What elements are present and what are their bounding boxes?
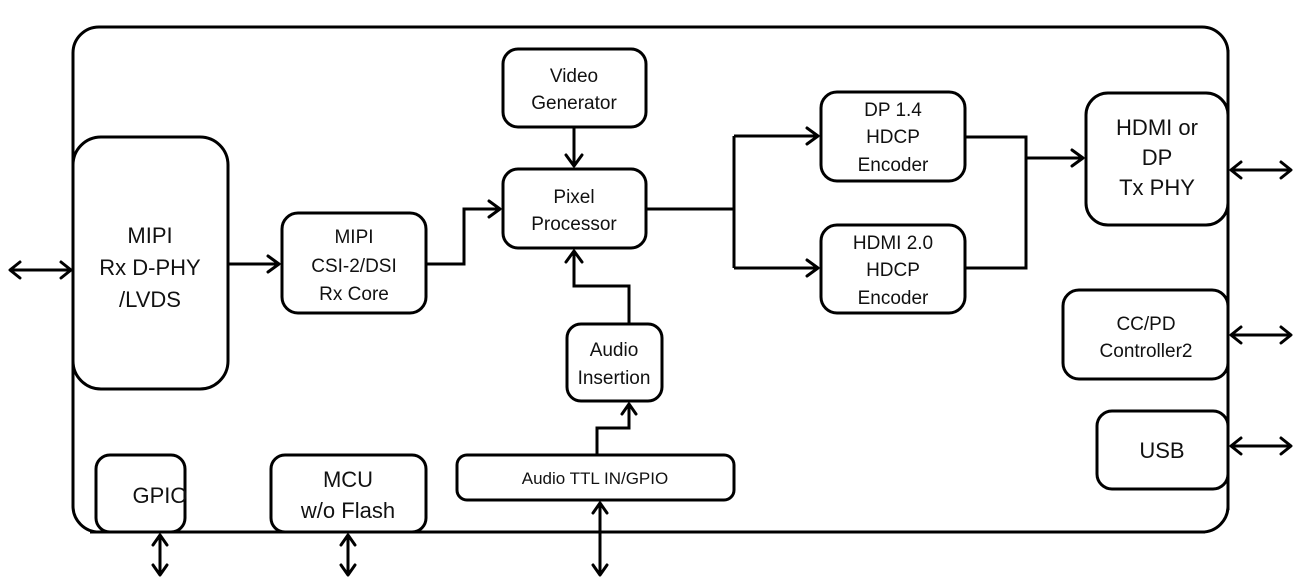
audio-ttl-external-link	[591, 501, 609, 577]
mipi-phy-to-core-arrow	[228, 254, 281, 274]
hdmi-encoder-line-1: HDMI 2.0	[853, 233, 933, 254]
audio-ins-to-pixel-arrow	[564, 249, 631, 324]
txphy-external-link	[1229, 160, 1293, 180]
dp-encoder-line-2: HDCP	[866, 127, 920, 148]
tx-phy-line-1: HDMI or	[1116, 115, 1198, 140]
mipi-rx-core-line-3: Rx Core	[319, 284, 389, 305]
encoders-to-txphy-arrow	[965, 135, 1085, 270]
mipi-rx-core-block: MIPI CSI-2/DSI Rx Core	[280, 211, 428, 315]
pixel-processor-line-1: Pixel	[553, 187, 594, 208]
usb-block: USB	[1095, 409, 1230, 491]
video-generator-line-2: Generator	[531, 93, 617, 114]
dp-encoder-block: DP 1.4 HDCP Encoder	[819, 90, 967, 183]
video-generator-line-1: Video	[550, 66, 598, 87]
audio-ttl-label: Audio TTL IN/GPIO	[522, 469, 668, 488]
mipi-rx-phy-line-1: MIPI	[127, 223, 172, 248]
hdmi-encoder-line-3: Encoder	[858, 288, 929, 309]
pixel-processor-block: Pixel Processor	[501, 167, 648, 250]
mcu-line-2: w/o Flash	[300, 498, 395, 523]
usb-label: USB	[1139, 438, 1184, 463]
mipi-rx-phy-line-2: Rx D-PHY	[99, 255, 201, 280]
audio-insertion-line-1: Audio	[590, 340, 639, 361]
pixel-to-encoders-arrows	[646, 126, 820, 278]
mcu-line-1: MCU	[323, 467, 373, 492]
gpio-block: GPIO	[94, 453, 188, 534]
mipi-rx-phy-line-3: /LVDS	[119, 287, 181, 312]
tx-phy-block: HDMI or DP Tx PHY	[1084, 91, 1230, 227]
tx-phy-line-3: Tx PHY	[1119, 175, 1195, 200]
audio-insertion-line-2: Insertion	[578, 368, 651, 389]
video-generator-block: Video Generator	[501, 47, 648, 129]
audio-insertion-block: Audio Insertion	[565, 322, 664, 403]
ccpd-controller-line-2: Controller2	[1100, 341, 1193, 362]
mipi-core-to-pixel-arrow	[426, 199, 502, 266]
mipi-rx-core-line-1: MIPI	[334, 227, 373, 248]
audio-ttl-block: Audio TTL IN/GPIO	[455, 453, 736, 502]
mcu-block: MCU w/o Flash	[269, 453, 428, 534]
ccpd-controller-line-1: CC/PD	[1116, 314, 1175, 335]
gpio-label: GPIO	[132, 483, 187, 508]
gpio-external-link	[151, 533, 169, 577]
videogen-to-pixel-arrow	[564, 127, 584, 168]
dp-encoder-line-1: DP 1.4	[864, 100, 922, 121]
dp-encoder-line-3: Encoder	[858, 155, 929, 176]
pixel-processor-line-2: Processor	[531, 214, 617, 235]
hdmi-encoder-line-2: HDCP	[866, 260, 920, 281]
mipi-rx-core-line-2: CSI-2/DSI	[311, 256, 397, 277]
tx-phy-line-2: DP	[1142, 145, 1173, 170]
mipi-rx-phy-block: MIPI Rx D-PHY /LVDS	[71, 135, 230, 391]
ccpd-external-link	[1229, 325, 1293, 345]
audio-ttl-to-ins-arrow	[595, 402, 638, 455]
external-mipi-rx-link	[8, 260, 73, 280]
ccpd-controller-block: CC/PD Controller2	[1061, 288, 1230, 381]
hdmi-encoder-block: HDMI 2.0 HDCP Encoder	[819, 223, 967, 315]
usb-external-link	[1229, 436, 1293, 456]
mcu-external-link	[339, 533, 357, 577]
